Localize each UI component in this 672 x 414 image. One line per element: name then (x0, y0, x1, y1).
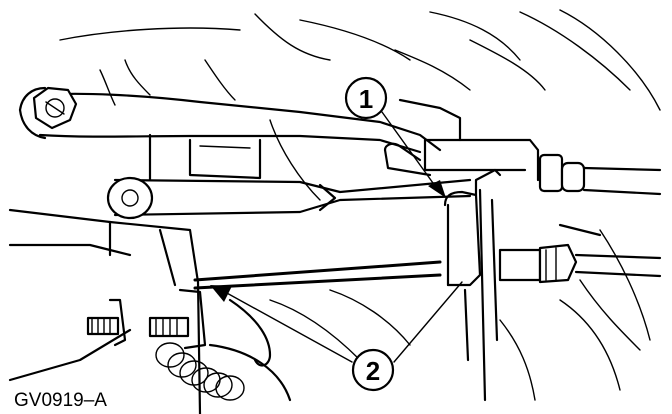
throttle-cable (193, 243, 662, 290)
cable-bracket (443, 168, 502, 402)
control-arm (18, 86, 442, 154)
callout-1-label: 1 (359, 84, 373, 114)
return-spring (155, 342, 245, 401)
linkage-rod (106, 176, 472, 220)
throttle-bracket (383, 98, 662, 237)
callout-2: 2 (210, 281, 463, 392)
body-panel (8, 208, 202, 414)
background-contours (59, 9, 661, 401)
figure-id-label: GV0919–A (14, 390, 107, 411)
spring-assembly (86, 288, 292, 402)
housing (148, 133, 262, 182)
callout-2-label: 2 (366, 356, 380, 386)
callout-1: 1 (344, 76, 446, 198)
